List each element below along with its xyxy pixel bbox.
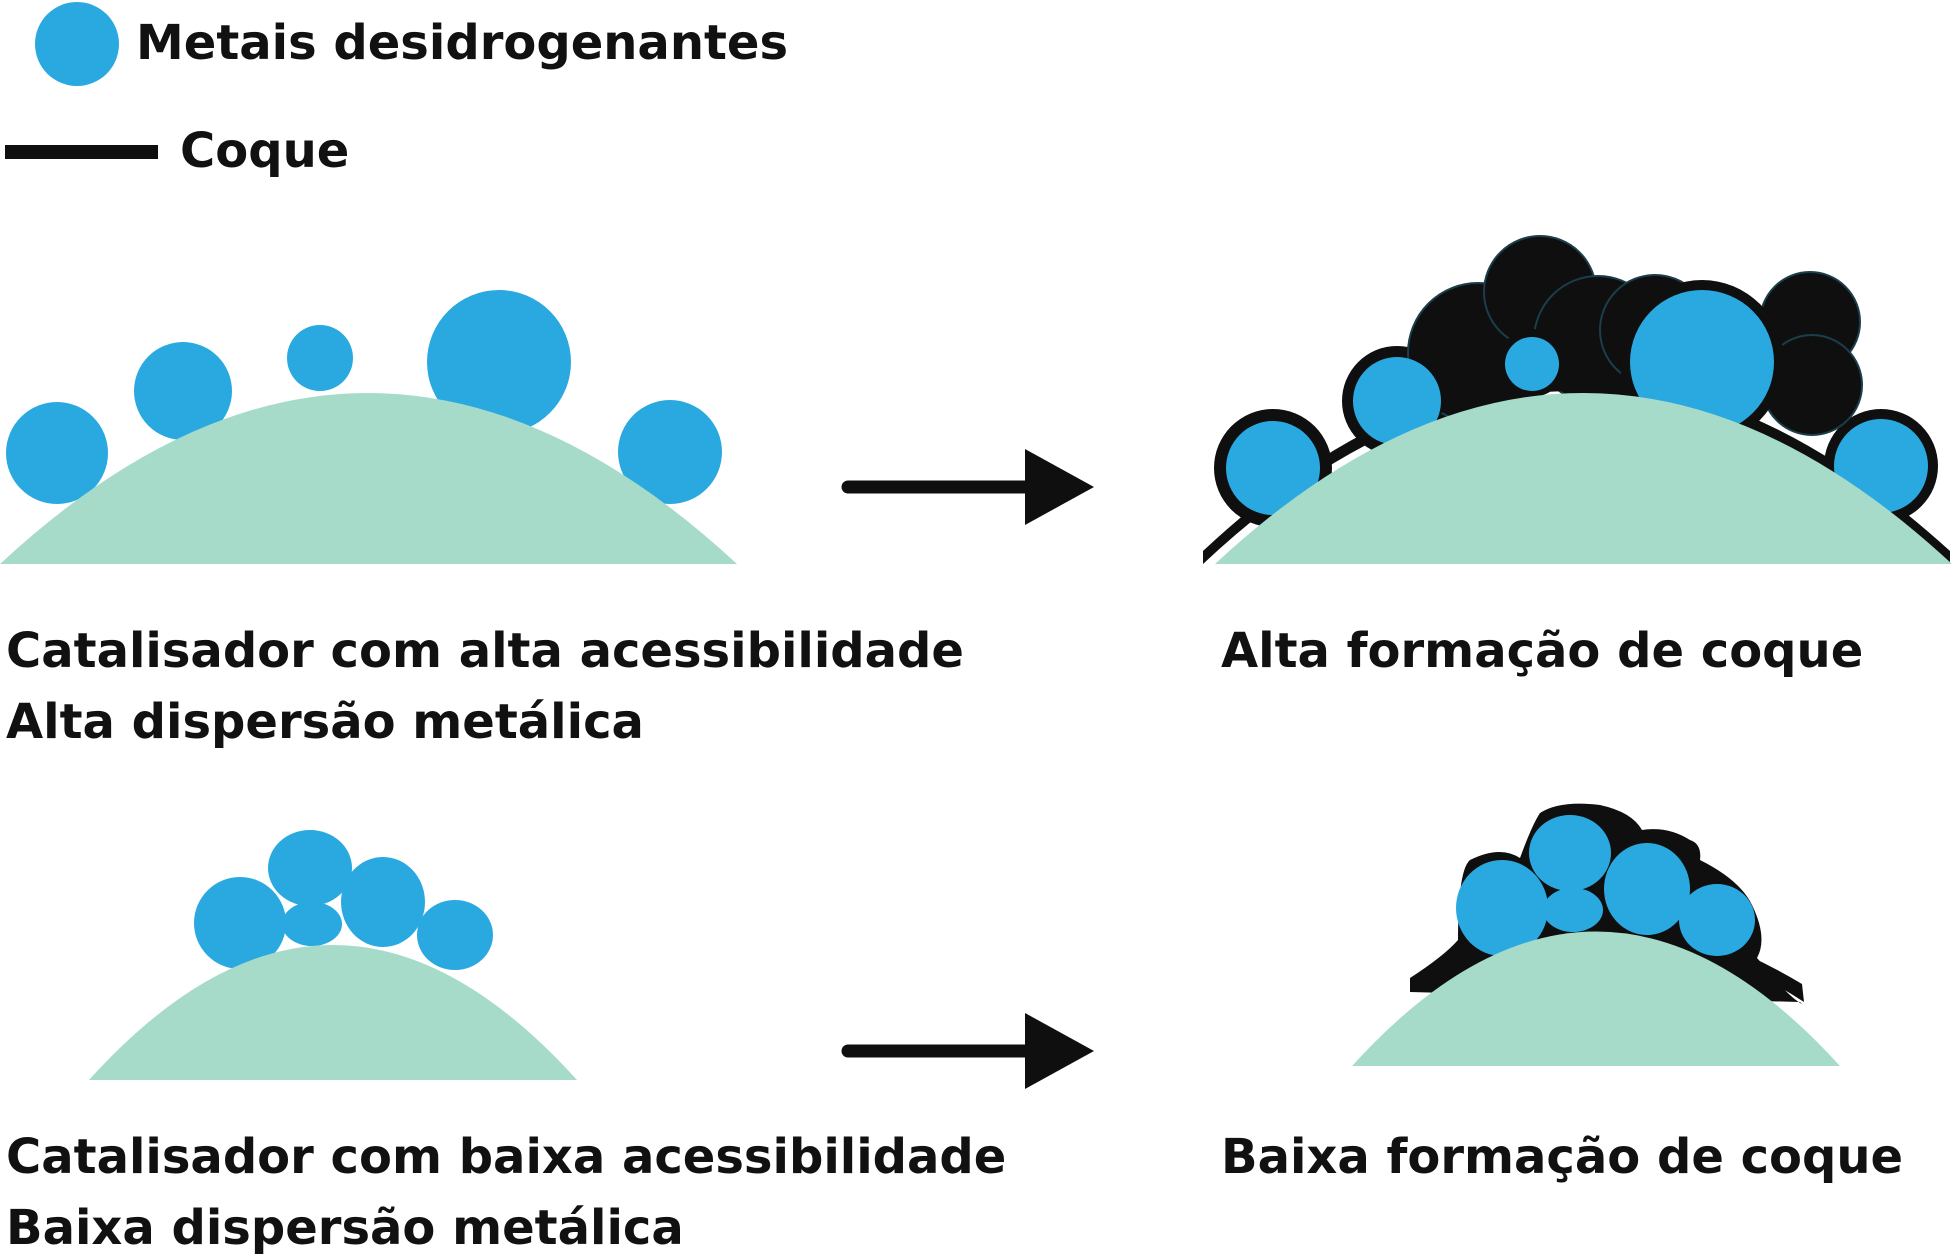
metal-particle — [1353, 357, 1441, 445]
catalyst-high-line2: Alta dispersão metálica — [6, 694, 644, 750]
arrow-right-icon — [841, 1013, 1094, 1089]
legend-metal-icon — [35, 2, 119, 86]
metal-particle — [618, 400, 722, 504]
metal-particles — [194, 830, 493, 970]
legend-coke-label: Coque — [180, 123, 349, 179]
metal-particle — [341, 857, 425, 947]
catalyst-support — [1215, 393, 1952, 564]
metal-particle — [268, 830, 352, 906]
metal-particle — [417, 900, 493, 970]
metal-particle — [194, 877, 286, 969]
catalyst-high-accessibility — [0, 290, 737, 564]
catalyst-low-line2: Baixa dispersão metálica — [6, 1200, 684, 1256]
metal-particle — [282, 902, 342, 946]
metal-particles — [1226, 290, 1928, 515]
metal-particle — [1226, 421, 1320, 515]
catalyst-low-line1: Catalisador com baixa acessibilidade — [6, 1129, 1006, 1185]
result-low-coke: Baixa formação de coque — [1221, 1129, 1903, 1185]
metal-particle — [1679, 884, 1755, 956]
catalyst-low-coke — [1352, 803, 1840, 1066]
catalyst-support — [1352, 931, 1840, 1066]
catalyst-high-line1: Catalisador com alta acessibilidade — [6, 623, 964, 679]
metal-particle — [1456, 860, 1548, 956]
metal-particle — [134, 342, 232, 440]
result-high-coke: Alta formação de coque — [1221, 623, 1863, 679]
metal-particle — [427, 290, 571, 434]
catalyst-low-accessibility — [89, 830, 577, 1080]
metal-particle — [1604, 843, 1690, 935]
catalyst-high-coke — [1203, 235, 1952, 564]
arrow-right-icon — [841, 449, 1094, 525]
legend-metal-label: Metais desidrogenantes — [136, 15, 788, 71]
metal-particle — [1505, 337, 1559, 391]
catalyst-support — [0, 393, 737, 564]
metal-particle — [6, 402, 108, 504]
metal-particle — [1543, 888, 1603, 932]
metal-particle — [287, 325, 353, 391]
metal-particles — [6, 290, 722, 504]
catalyst-support — [89, 945, 577, 1080]
legend: Metais desidrogenantes Coque — [5, 2, 788, 179]
metal-particle — [1529, 815, 1611, 891]
metal-particle — [1630, 290, 1774, 434]
legend-coke-icon — [5, 145, 158, 159]
metal-particles — [1456, 815, 1755, 956]
